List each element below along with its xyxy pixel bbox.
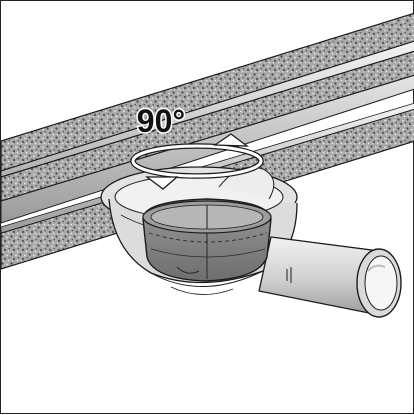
outlet-pipe: [258, 236, 402, 318]
upper-drain-channel: [1, 12, 414, 224]
rotation-angle-label: 90°: [137, 103, 185, 139]
rotation-arrow-icon: [130, 133, 264, 190]
odour-seal-insert: [142, 198, 272, 282]
